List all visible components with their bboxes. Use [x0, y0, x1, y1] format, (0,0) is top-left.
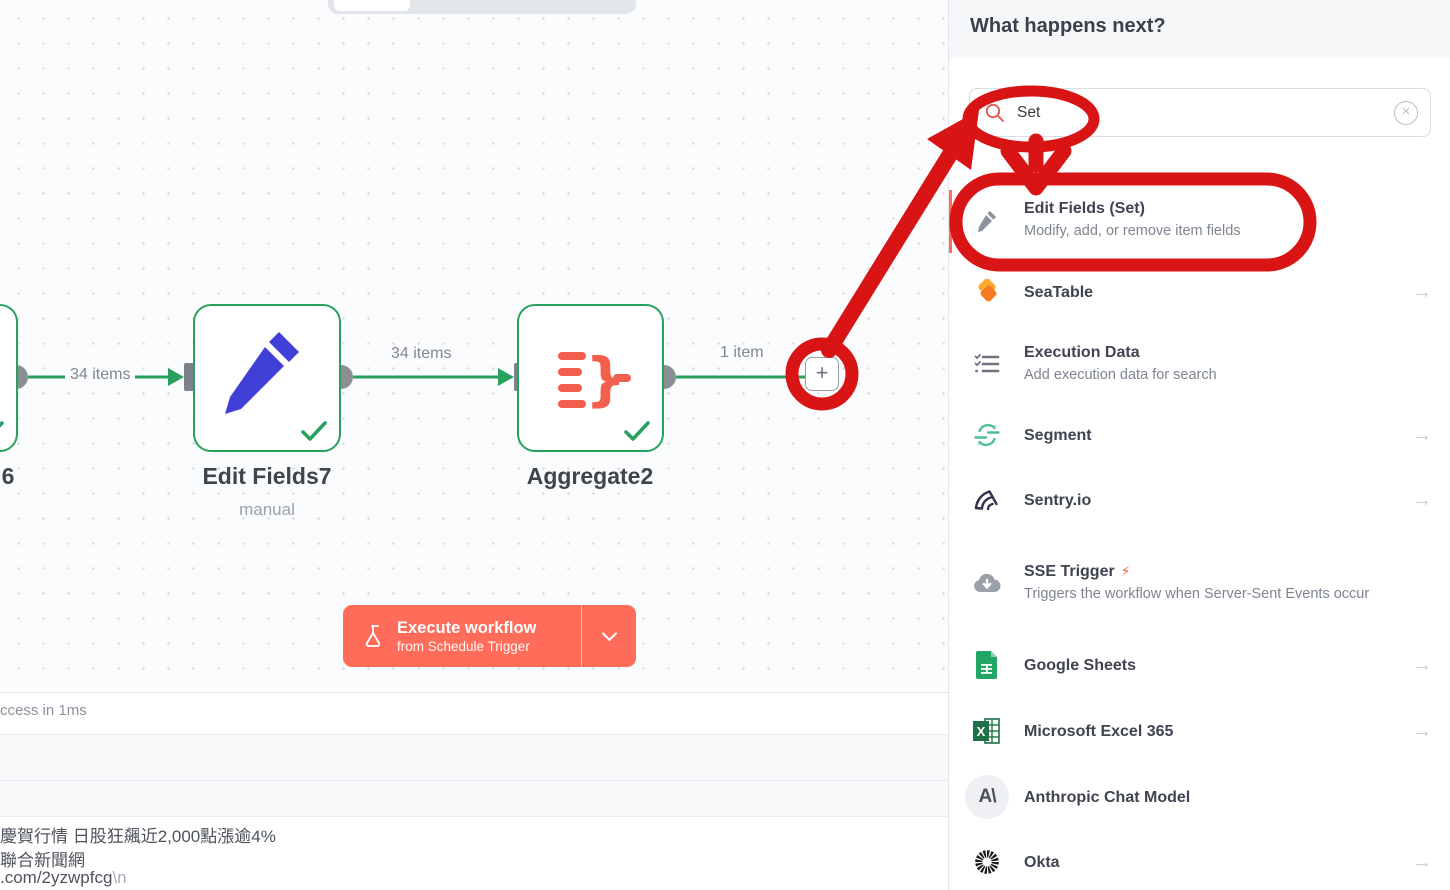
node-option-okta[interactable]: Okta →: [973, 836, 1432, 888]
node-option-title: Execution Data: [1024, 344, 1140, 361]
checklist-icon: [973, 350, 1001, 378]
search-icon: [985, 103, 1004, 122]
node-option-subtitle: Triggers the workflow when Server-Sent E…: [1024, 586, 1370, 602]
node-label: Aggregate2: [526, 463, 654, 489]
drilldown-arrow-icon: →: [1412, 488, 1432, 511]
drilldown-arrow-icon: →: [1412, 280, 1432, 303]
node-option-sentry[interactable]: Sentry.io →: [973, 474, 1432, 526]
drilldown-arrow-icon: →: [1412, 719, 1432, 742]
execute-workflow-main[interactable]: Execute workflow from Schedule Trigger: [343, 605, 581, 667]
cloud-download-icon: [973, 569, 1001, 597]
node-option-subtitle: Modify, add, or remove item fields: [1024, 223, 1241, 239]
google-sheets-icon: [973, 651, 1001, 679]
node-option-segment[interactable]: Segment →: [973, 409, 1432, 461]
node-edit-fields7[interactable]: [193, 304, 341, 452]
okta-icon: [973, 848, 1001, 876]
add-node-plus-button[interactable]: +: [805, 357, 839, 391]
node-option-edit-fields-set[interactable]: Edit Fields (Set) Modify, add, or remove…: [973, 188, 1432, 252]
svg-text:X: X: [977, 724, 986, 739]
execute-workflow-button[interactable]: Execute workflow from Schedule Trigger: [343, 605, 636, 667]
node-option-seatable[interactable]: SeaTable →: [973, 266, 1432, 318]
svg-text:}: }: [585, 345, 626, 413]
button-divider: [581, 605, 582, 667]
connection-arrowhead: [168, 368, 184, 386]
node-option-sse-trigger[interactable]: SSE Trigger ⚡ Triggers the workflow when …: [973, 543, 1432, 623]
escape-text: \n: [112, 868, 127, 887]
drilldown-arrow-icon: →: [1412, 850, 1432, 873]
pencil-icon: [973, 206, 1001, 234]
aggregate-icon: }: [558, 345, 631, 413]
run-status-text: ccess in 1ms: [0, 702, 87, 719]
panel-header: What happens next?: [949, 0, 1450, 58]
node-option-anthropic-chat-model[interactable]: A\ Anthropic Chat Model: [965, 769, 1432, 825]
edge-items-label: 34 items: [65, 366, 136, 384]
trigger-bolt-icon: ⚡: [1120, 563, 1131, 579]
output-row-band[interactable]: [0, 734, 948, 780]
top-panel-fragment: [328, 0, 636, 14]
segment-icon: [973, 421, 1001, 449]
drilldown-arrow-icon: →: [1412, 653, 1432, 676]
top-panel-pill: [334, 0, 410, 11]
edge-items-label: 1 item: [720, 344, 764, 361]
clear-search-icon[interactable]: ✕: [1394, 101, 1418, 125]
node-option-title: Okta: [1024, 853, 1060, 871]
excel-icon: X: [973, 717, 1001, 745]
output-panel: ccess in 1ms 慶賀行情 日股狂飆近2,000點漲逾4% 聯合新聞網 …: [0, 692, 948, 890]
pencil-icon: [225, 332, 299, 414]
node-option-execution-data[interactable]: Execution Data Add execution data for se…: [973, 332, 1432, 396]
node-aggregate2[interactable]: }: [517, 304, 664, 452]
edge-items-label: 34 items: [391, 345, 452, 362]
execute-workflow-sublabel: from Schedule Trigger: [397, 638, 530, 654]
node-option-title: Anthropic Chat Model: [1024, 788, 1191, 806]
node-option-title: Microsoft Excel 365: [1024, 722, 1174, 740]
node-option-microsoft-excel[interactable]: X Microsoft Excel 365 →: [973, 705, 1432, 757]
node-option-title: Edit Fields (Set): [1024, 200, 1145, 217]
output-cell-title: 慶賀行情 日股狂飆近2,000點漲逾4%: [0, 827, 276, 846]
node-option-title: Segment: [1024, 426, 1092, 444]
node-label: 6: [1, 463, 15, 489]
connection-layer: [4, 363, 805, 391]
execute-options-dropdown[interactable]: [582, 605, 636, 667]
node-option-subtitle: Add execution data for search: [1024, 367, 1217, 383]
node-option-title: SeaTable: [1024, 283, 1094, 301]
output-cell-url: .com/2yzwpfcg\n: [0, 868, 127, 888]
node-search-box[interactable]: ✕: [969, 88, 1431, 137]
node-option-title: Sentry.io: [1024, 491, 1092, 509]
flask-icon: [365, 625, 381, 647]
sentry-icon: [973, 486, 1001, 514]
seatable-icon: [973, 278, 1001, 306]
panel-title: What happens next?: [970, 15, 1166, 37]
node-option-title: Google Sheets: [1024, 656, 1137, 674]
search-input[interactable]: [1017, 89, 1357, 136]
connection-arrowhead: [498, 368, 514, 386]
node-label: Edit Fields7: [202, 463, 332, 489]
chevron-down-icon: [601, 625, 617, 642]
output-cell-source: 聯合新聞網: [0, 851, 85, 870]
node-option-google-sheets[interactable]: Google Sheets →: [973, 639, 1432, 691]
workflow-canvas[interactable]: 6 Edit Fields7 manual: [0, 0, 948, 692]
url-text: .com/2yzwpfcg: [0, 868, 113, 887]
success-check-icon: [301, 421, 327, 441]
active-item-indicator: [949, 190, 952, 253]
success-check-icon: [624, 421, 650, 441]
anthropic-icon: A\: [965, 775, 1009, 819]
workflow-node-partial[interactable]: [0, 304, 18, 452]
success-check-icon: [0, 421, 4, 428]
node-option-title: SSE Trigger: [1024, 563, 1115, 580]
node-picker-panel: What happens next? ✕ Edit Fields (Set) M…: [948, 0, 1450, 890]
execute-workflow-label: Execute workflow: [397, 618, 537, 637]
output-row-band[interactable]: [0, 780, 948, 817]
node-sublabel: manual: [239, 500, 295, 519]
drilldown-arrow-icon: →: [1412, 423, 1432, 446]
